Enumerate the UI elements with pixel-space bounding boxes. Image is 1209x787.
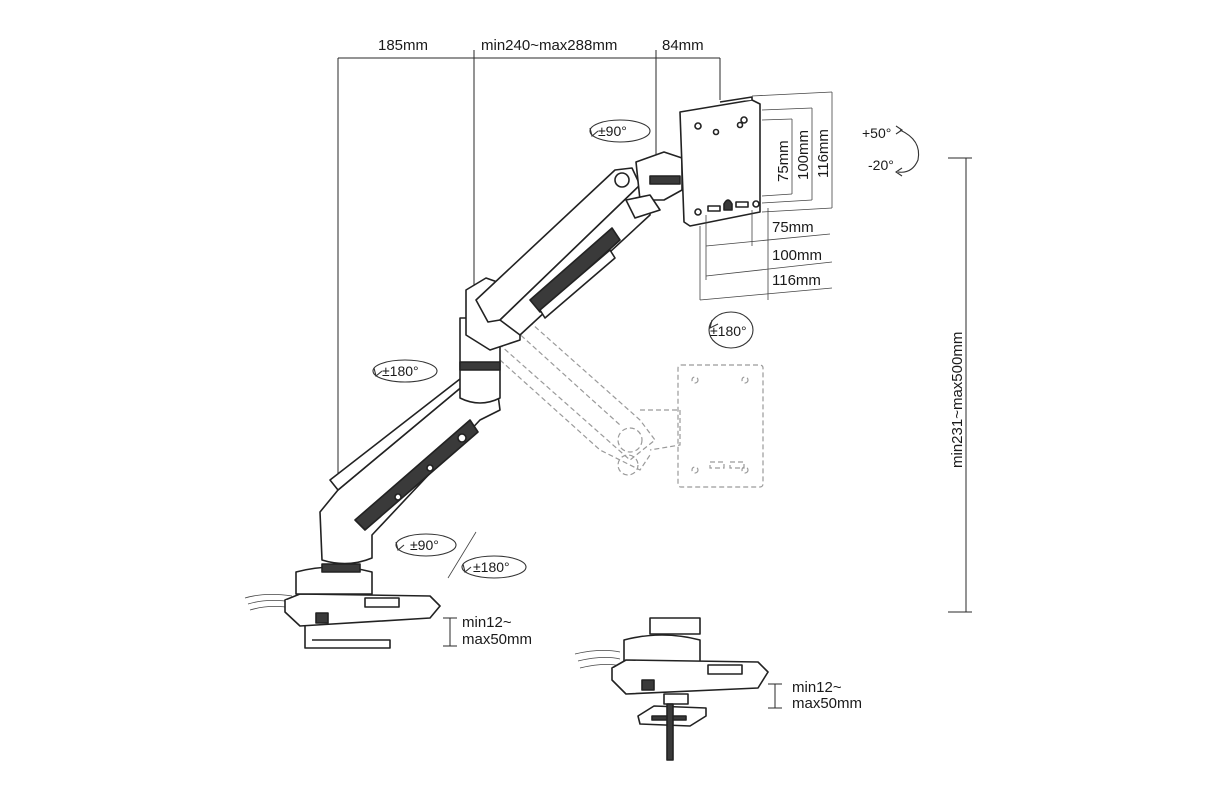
- tilt-down-label: -20°: [868, 157, 894, 173]
- desk-clamp-base: [244, 563, 441, 649]
- screen-rotate-label: ±180°: [710, 323, 747, 339]
- top-dimension-lines: [337, 50, 721, 480]
- reach-84-label: 84mm: [662, 37, 704, 54]
- grommet-mount: [574, 617, 769, 761]
- upper-arm: [475, 167, 651, 336]
- screen-rotate-arrow-icon: [708, 311, 754, 349]
- clamp-thickness-label-1b: max50mm: [462, 631, 532, 648]
- reach-240-288-label: min240~max288mm: [481, 37, 617, 54]
- elbow-rotate-label: ±180°: [382, 363, 419, 379]
- base-swivel-180-arrow-icon: [461, 555, 527, 579]
- base-swivel-90-label: ±90°: [410, 537, 439, 553]
- base-swivel-divider: [447, 531, 477, 579]
- base-swivel-90-arrow-icon: [395, 533, 457, 557]
- vesa-v-100-label: 100mm: [795, 130, 812, 180]
- vesa-v-75-label: 75mm: [775, 140, 792, 182]
- vesa-h-100-label: 100mm: [772, 247, 822, 264]
- height-dimension-line: [948, 157, 972, 613]
- vesa-plate: [679, 96, 761, 227]
- elbow-rotate-arrow-icon: [372, 359, 438, 383]
- head-swivel-label: ±90°: [598, 123, 627, 139]
- clamp-thickness-label-2b: max50mm: [792, 695, 862, 712]
- height-range-label: min231~max500mm: [949, 332, 966, 468]
- reach-185-label: 185mm: [378, 37, 428, 54]
- head-swivel-arrow-icon: [589, 119, 651, 143]
- tilt-arrow-icon: [895, 125, 920, 177]
- vesa-dimension-lines: [699, 91, 833, 301]
- clamp-thickness-bracket-1: [443, 617, 457, 647]
- base-swivel-180-label: ±180°: [473, 559, 510, 575]
- vesa-h-75-label: 75mm: [772, 219, 814, 236]
- vesa-v-116-label: 116mm: [815, 129, 832, 178]
- clamp-thickness-bracket-2: [768, 683, 782, 709]
- clamp-thickness-label-2a: min12~: [792, 679, 842, 696]
- vesa-h-116-label: 116mm: [772, 272, 821, 289]
- clamp-thickness-label-1a: min12~: [462, 614, 512, 631]
- tilt-up-label: +50°: [862, 125, 891, 141]
- tilt-head: [625, 151, 683, 219]
